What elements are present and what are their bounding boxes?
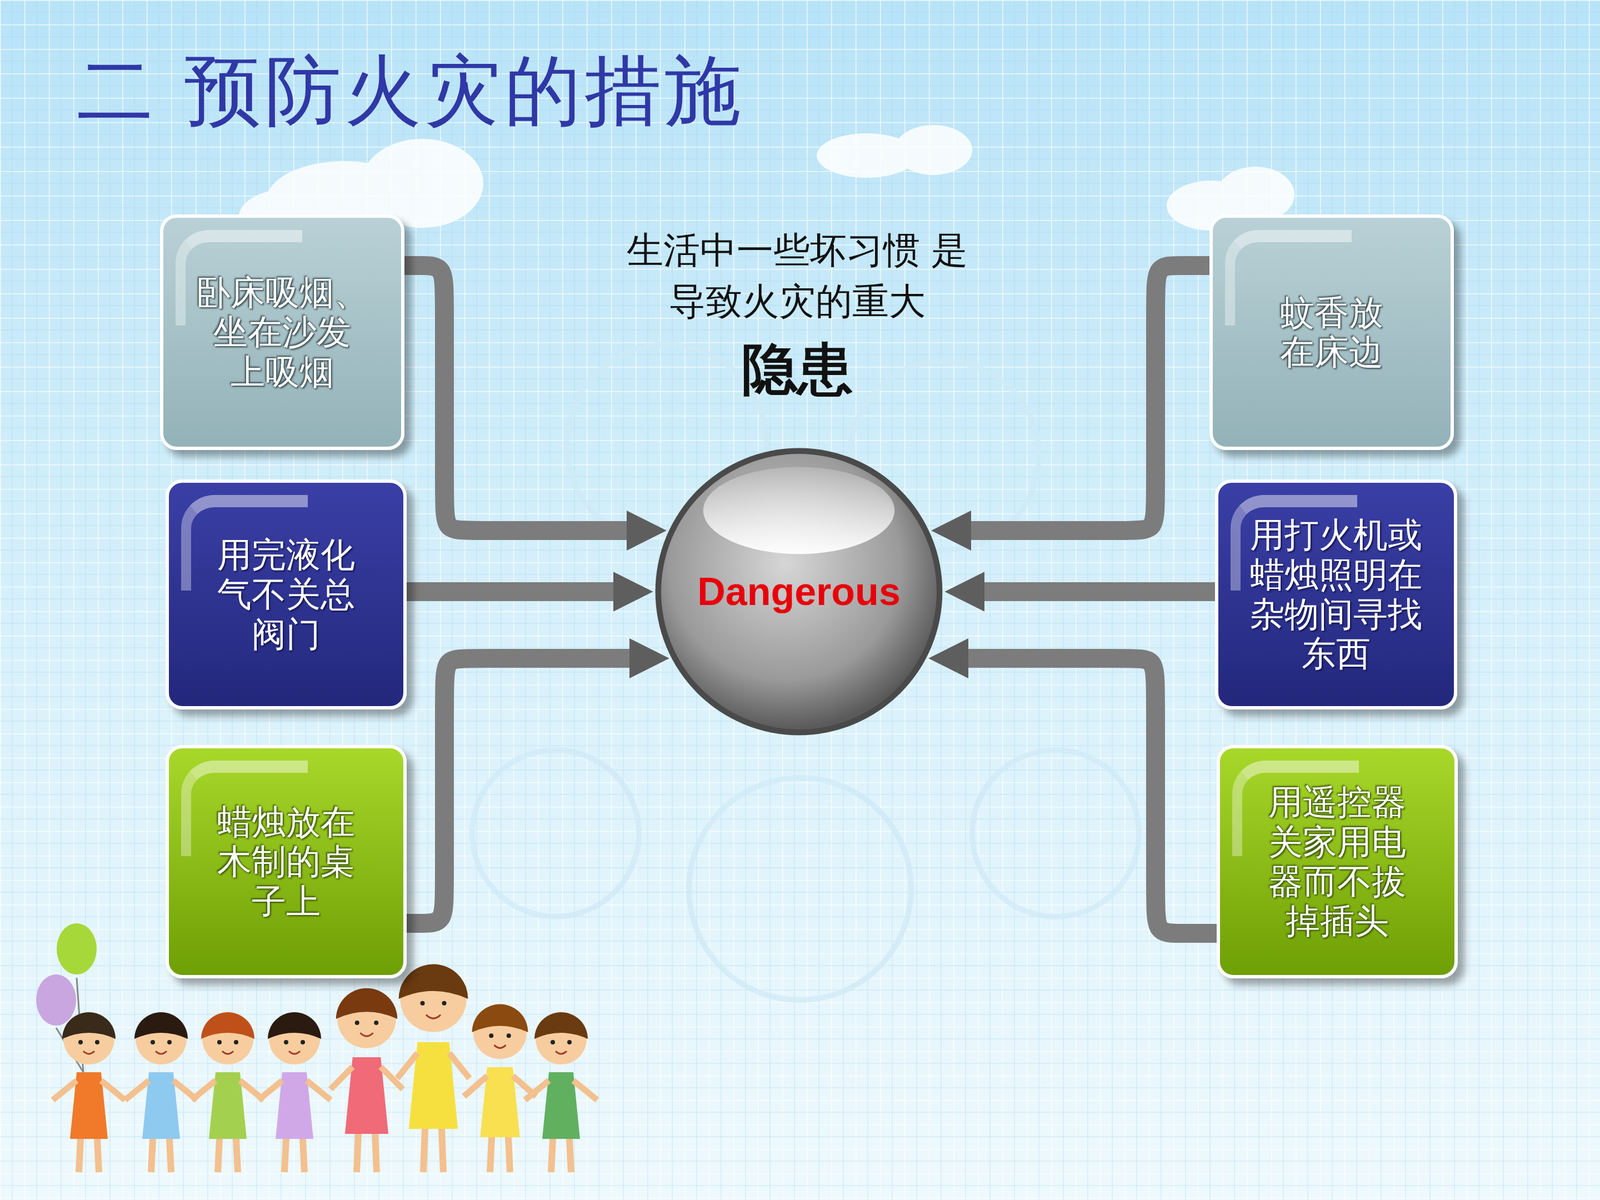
arrow-connector	[967, 658, 1217, 934]
habit-text: 用打火机或 蜡烛照明在 杂物间寻找 东西	[1244, 515, 1428, 674]
habit-box: 用打火机或 蜡烛照明在 杂物间寻找 东西	[1215, 479, 1458, 710]
arrow-connector	[404, 265, 628, 531]
arrow-connector	[406, 582, 614, 602]
danger-label: Dangerous	[697, 569, 901, 614]
habit-text: 用遥控器 关家用电 器而不拔 掉插头	[1262, 782, 1413, 941]
habit-text: 蜡烛放在 木制的桌 子上	[211, 802, 362, 922]
danger-sphere: Dangerous	[653, 446, 944, 737]
habit-text: 卧床吸烟、 坐在沙发 上吸烟	[193, 272, 372, 392]
intro-text: 生活中一些坏习惯 是导致火灾的重大	[616, 225, 978, 328]
habit-text: 蚊香放 在床边	[1276, 292, 1388, 373]
habit-box: 蜡烛放在 木制的桌 子上	[165, 745, 407, 979]
habit-text: 用完液化 气不关总 阀门	[211, 535, 362, 654]
habit-box: 用遥控器 关家用电 器而不拔 掉插头	[1216, 745, 1458, 979]
arrow-connector	[983, 582, 1215, 602]
habit-box: 用完液化 气不关总 阀门	[165, 479, 407, 710]
arrow-connector	[970, 265, 1210, 531]
watermark-faces	[472, 344, 1139, 1000]
habit-box: 卧床吸烟、 坐在沙发 上吸烟	[160, 214, 405, 450]
emphasis-text: 隐患	[683, 338, 912, 400]
habit-box: 蚊香放 在床边	[1209, 214, 1454, 450]
arrow-connector	[406, 658, 630, 924]
slide-title: 二 预防火灾的措施	[76, 40, 745, 144]
